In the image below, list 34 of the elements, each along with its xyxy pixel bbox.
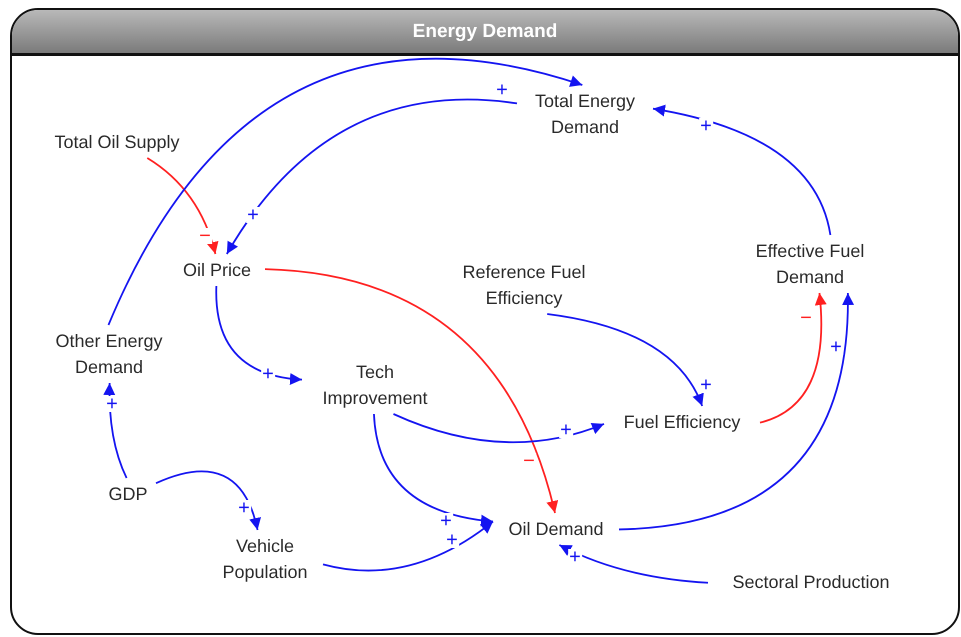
variable-label: Sectoral Production: [711, 569, 911, 595]
arrow: [264, 268, 558, 514]
polarity-sign: +: [699, 377, 713, 393]
arrow: [322, 520, 494, 572]
diagram-title: Energy Demand: [412, 20, 558, 42]
variable-label: Fuel Efficiency: [607, 409, 757, 435]
variable-label: Oil Price: [172, 257, 262, 283]
variable-label: Other Energy Demand: [39, 328, 179, 380]
variable-label: Oil Demand: [496, 516, 616, 542]
arrow: [226, 98, 518, 254]
variable-label: GDP: [103, 481, 153, 507]
arrow: [146, 157, 218, 254]
variable-label: Tech Improvement: [305, 359, 445, 411]
polarity-sign: +: [246, 207, 260, 223]
arrow: [760, 292, 826, 424]
variable-label: Reference Fuel Efficiency: [439, 259, 609, 311]
variable-label: Effective Fuel Demand: [735, 238, 885, 290]
variable-label: Vehicle Population: [210, 533, 320, 585]
arrow: [547, 313, 704, 406]
variable-label: Total Oil Supply: [37, 129, 197, 155]
arrow: [156, 470, 260, 530]
polarity-sign: +: [559, 422, 573, 438]
arrow: [618, 292, 854, 530]
arrow: [373, 414, 494, 526]
arrow: [215, 286, 302, 384]
polarity-sign: −: [198, 228, 212, 244]
arrow: [558, 544, 708, 584]
polarity-sign: +: [445, 532, 459, 548]
arrow: [108, 58, 583, 326]
variable-label: Total Energy Demand: [520, 88, 650, 140]
arrow: [652, 105, 832, 236]
polarity-sign: +: [105, 396, 119, 412]
arrow: [103, 382, 128, 478]
arrow: [393, 413, 604, 444]
